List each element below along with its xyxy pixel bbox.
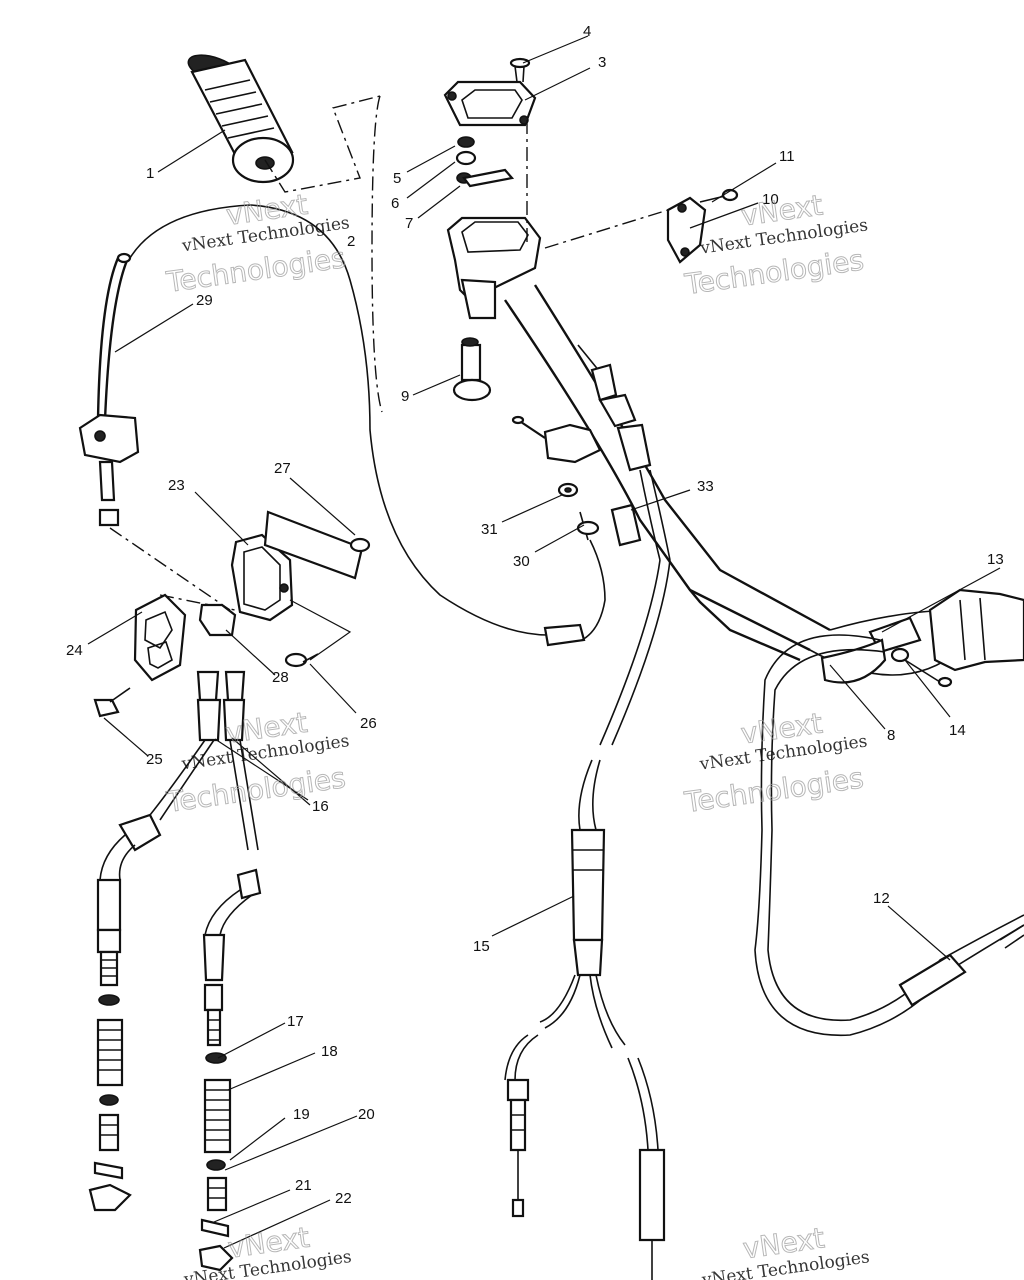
callout-9: 9 <box>401 388 409 405</box>
callout-20: 20 <box>358 1106 375 1123</box>
watermark-mid-right: vNext vNext Technologies Technologies <box>681 706 868 820</box>
throttle-cable-lower <box>581 539 606 641</box>
watermark-bottom-right: vNext vNext Technologies <box>700 1221 871 1280</box>
callout-28: 28 <box>272 669 289 686</box>
split-branch-left <box>504 1034 539 1218</box>
callout-17: 17 <box>287 1013 304 1030</box>
long-cable <box>129 204 586 647</box>
screw-4 <box>509 57 531 83</box>
callout-23: 23 <box>168 477 185 494</box>
callout-33: 33 <box>697 478 714 495</box>
callout-30: 30 <box>513 553 530 570</box>
junction-box <box>93 510 371 718</box>
callout-21: 21 <box>295 1177 312 1194</box>
callout-15: 15 <box>473 938 490 955</box>
callout-12: 12 <box>873 890 890 907</box>
handlebar <box>504 284 961 676</box>
callout-8: 8 <box>887 727 895 744</box>
callout-31: 31 <box>481 521 498 538</box>
cable-assembly-16 <box>149 670 259 851</box>
callout-24: 24 <box>66 642 83 659</box>
sub-cable-b <box>198 868 262 1272</box>
upper-cable-fittings <box>577 344 671 561</box>
callout-2: 2 <box>347 233 355 250</box>
callout-13: 13 <box>987 551 1004 568</box>
callout-6: 6 <box>391 195 399 212</box>
throttle-housing <box>443 80 542 402</box>
callout-14: 14 <box>949 722 966 739</box>
callout-numbers: 1 2 3 4 5 6 7 8 9 10 11 12 13 14 15 16 1… <box>66 23 1004 1207</box>
switch-housing <box>820 588 1024 688</box>
callout-25: 25 <box>146 751 163 768</box>
cable-splitter <box>539 759 626 1049</box>
callout-16: 16 <box>312 798 329 815</box>
callout-4: 4 <box>583 23 591 40</box>
callout-27: 27 <box>274 460 291 477</box>
callout-1: 1 <box>146 165 154 182</box>
callout-11: 11 <box>779 148 795 165</box>
leader-lines <box>87 35 1001 1249</box>
throttle-cable-29 <box>78 252 231 611</box>
callout-7: 7 <box>405 215 413 232</box>
callout-22: 22 <box>335 1190 352 1207</box>
cable-clamp <box>511 415 642 547</box>
sub-cable-a <box>88 813 162 1212</box>
hand-grip <box>187 54 295 184</box>
cable-12 <box>754 634 1024 1037</box>
callout-5: 5 <box>393 170 401 187</box>
callout-29: 29 <box>196 292 213 309</box>
callout-19: 19 <box>293 1106 310 1123</box>
callout-18: 18 <box>321 1043 338 1060</box>
split-branch-right <box>627 1057 666 1280</box>
callout-26: 26 <box>360 715 377 732</box>
callout-3: 3 <box>598 54 606 71</box>
watermark-top-left: vNext vNext Technologies Technologies <box>163 187 351 299</box>
callout-10: 10 <box>762 191 779 208</box>
cable-to-splitter <box>599 559 671 746</box>
